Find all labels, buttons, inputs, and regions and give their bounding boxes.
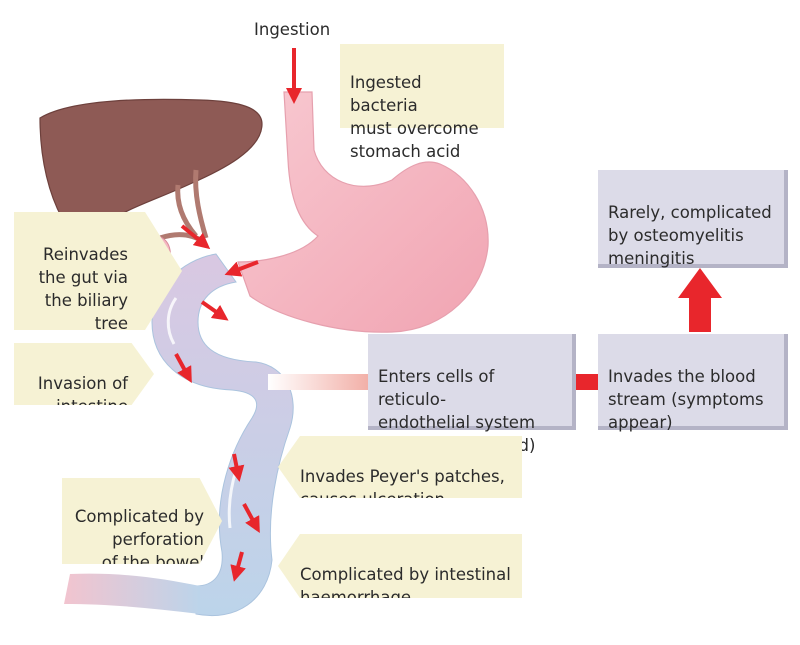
stomach-acid-text: Ingested bacteria must overcome stomach … — [350, 73, 479, 161]
res-to-blood-connector — [574, 374, 598, 390]
blood-to-complication-head — [678, 268, 722, 298]
blood-to-complication-shaft — [689, 296, 711, 332]
perforation-box: Complicated by perforation of the bowel — [62, 478, 222, 564]
red-arrow — [228, 453, 245, 482]
invasion-text: Invasion of intestine — [37, 374, 128, 416]
intestine-highlight — [166, 297, 178, 345]
biliary-text: Reinvades the gut via the biliary tree — [38, 245, 128, 333]
red-arrow — [200, 300, 229, 321]
peyer-text: Invades Peyer's patches, causes ulcerati… — [300, 467, 505, 509]
stomach — [237, 91, 489, 333]
bile-duct — [175, 184, 198, 238]
ingestion-label: Ingestion — [254, 20, 331, 39]
red-arrow — [174, 353, 192, 384]
haemorrhage-box: Complicated by intestinal haemorrhage — [278, 534, 522, 598]
stomach-acid-box: Ingested bacteria must overcome stomach … — [340, 44, 504, 161]
bile-duct — [193, 169, 209, 239]
liver — [39, 98, 263, 232]
biliary-box: Reinvades the gut via the biliary tree — [14, 212, 182, 330]
red-arrow — [224, 260, 259, 277]
complication-box: Rarely, complicated by osteomyelitis men… — [598, 170, 788, 268]
blood-stream-box: Invades the blood stream (symptoms appea… — [598, 334, 788, 432]
red-arrow — [180, 224, 211, 250]
invasion-box: Invasion of intestine — [14, 343, 154, 405]
red-arrow — [230, 551, 246, 582]
haemorrhage-text: Complicated by intestinal haemorrhage — [300, 565, 511, 607]
peyer-box: Invades Peyer's patches, causes ulcerati… — [278, 436, 522, 498]
blood-stream-text: Invades the blood stream (symptoms appea… — [608, 367, 764, 432]
reticuloendothelial-box: Enters cells of reticulo- endothelial sy… — [368, 334, 576, 455]
complication-text: Rarely, complicated by osteomyelitis men… — [608, 203, 772, 268]
res-connection-band — [268, 374, 368, 390]
intestine-tail — [64, 573, 200, 614]
red-arrow — [242, 503, 260, 534]
perforation-text: Complicated by perforation of the bowel — [74, 507, 204, 572]
